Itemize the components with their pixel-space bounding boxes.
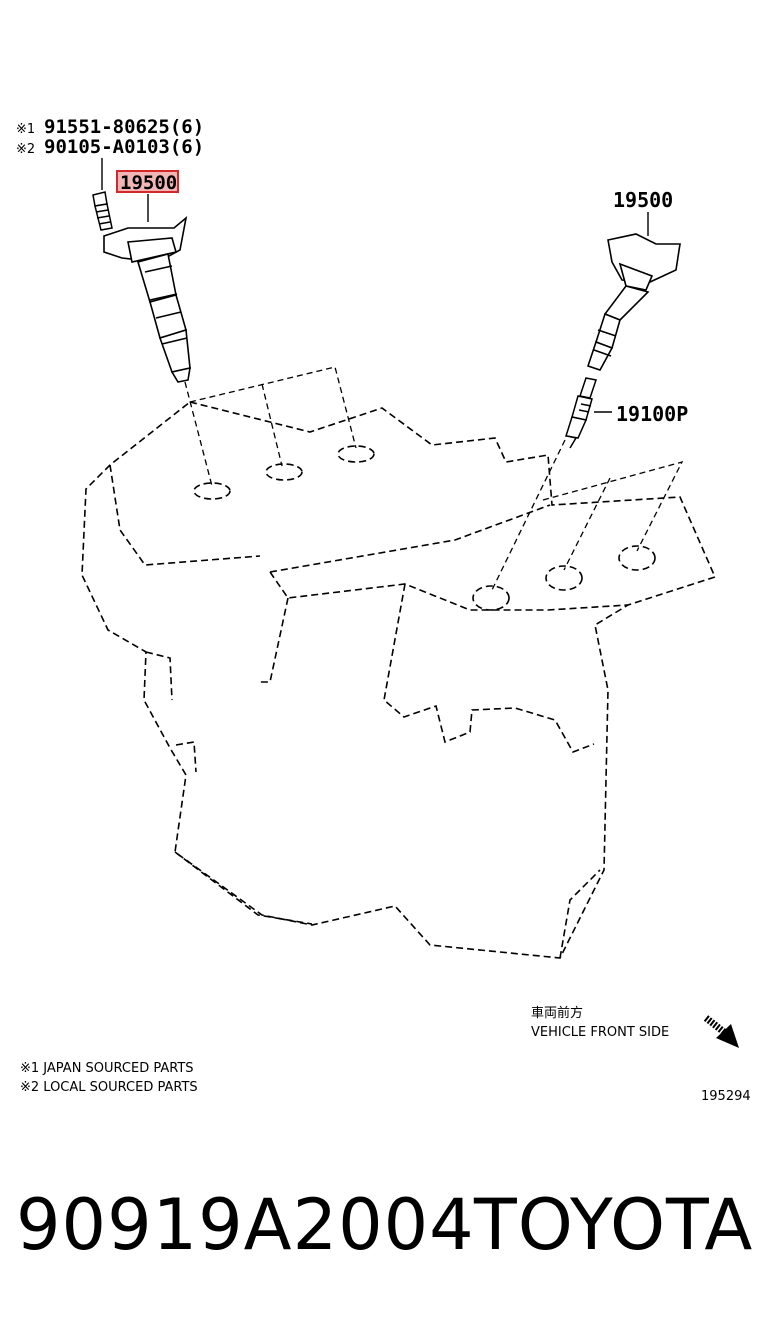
footer-brand: TOYOTA xyxy=(474,1184,754,1266)
diagram-id: 195294 xyxy=(701,1089,751,1104)
leader-lines xyxy=(184,366,684,593)
engine-outline xyxy=(81,401,717,959)
coil-left-callout[interactable]: 19500 xyxy=(120,172,177,194)
footer-part-number: 90919A2004 xyxy=(16,1184,475,1266)
bolt-1-part-number: 91551-80625(6) xyxy=(44,116,204,138)
spark-plug xyxy=(565,377,597,449)
bolt xyxy=(92,191,113,231)
spark-plug-callout[interactable]: 19100P xyxy=(616,402,688,426)
ignition-coil-right xyxy=(586,233,681,371)
legend-item-local: ※2 LOCAL SOURCED PARTS xyxy=(20,1080,198,1095)
highlight-box xyxy=(116,170,179,193)
ignition-coil-left xyxy=(103,215,191,383)
coil-right-callout[interactable]: 19500 xyxy=(613,188,673,212)
orientation-english: VEHICLE FRONT SIDE xyxy=(531,1025,669,1040)
legend-item-japan: ※1 JAPAN SOURCED PARTS xyxy=(20,1061,194,1076)
orientation-japanese: 車両前方 xyxy=(531,1005,583,1021)
bolt-2-mark: ※2 xyxy=(16,142,35,157)
bolt-1-mark: ※1 xyxy=(16,122,35,137)
bolt-2-part-number: 90105-A0103(6) xyxy=(44,136,204,158)
arrow-down-right-icon xyxy=(703,1015,739,1048)
